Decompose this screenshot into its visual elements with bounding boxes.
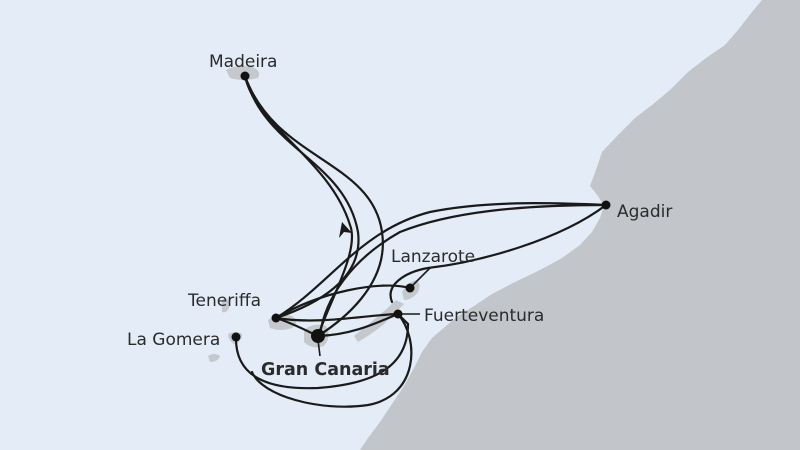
teneriffa-marker bbox=[271, 313, 281, 323]
route-teneriffa-to-fuerteventura bbox=[274, 312, 400, 322]
port-label-agadir: Agadir bbox=[617, 202, 672, 222]
fuerteventura-marker bbox=[393, 309, 403, 319]
cruise-routes bbox=[234, 74, 608, 408]
arrow-icon bbox=[339, 222, 352, 238]
la-palma-island bbox=[222, 298, 230, 313]
el-hierro-island bbox=[208, 354, 220, 362]
route-teneriffa-to-agadir bbox=[274, 202, 608, 320]
lanzarote-leader bbox=[409, 267, 431, 289]
port-markers bbox=[231, 71, 611, 343]
port-label-gran-canaria: Gran Canaria bbox=[261, 360, 390, 380]
port-label-madeira: Madeira bbox=[209, 52, 277, 72]
route-fuerteventura-loop bbox=[250, 312, 413, 408]
route-agadir-to-lanzarote bbox=[389, 203, 608, 304]
route-madeira-to-gran-canaria bbox=[243, 74, 384, 338]
agadir-marker bbox=[601, 200, 611, 210]
lanzarote-marker bbox=[405, 283, 415, 293]
route-gran-canaria-to-fuerteventura bbox=[316, 312, 400, 338]
port-label-la-gomera: La Gomera bbox=[127, 330, 220, 350]
route-agadir-to-gran-canaria bbox=[318, 203, 608, 336]
route-la-gomera-to-fuerteventura bbox=[234, 312, 410, 390]
madeira-marker bbox=[240, 71, 250, 81]
route-teneriffa-to-lanzarote bbox=[274, 284, 412, 320]
port-label-lanzarote: Lanzarote bbox=[391, 247, 475, 267]
port-label-teneriffa: Teneriffa bbox=[187, 291, 261, 311]
africa-landmass bbox=[360, 0, 800, 450]
gran-canaria-marker bbox=[311, 329, 325, 343]
port-label-fuerteventura: Fuerteventura bbox=[424, 306, 544, 326]
la-gomera-marker bbox=[231, 332, 241, 342]
